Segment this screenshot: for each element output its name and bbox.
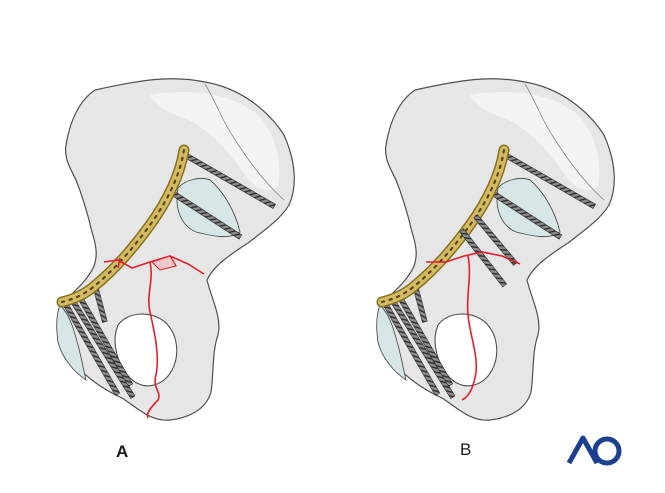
pelvis-illustration-a [57, 79, 295, 420]
pelvis-illustration-b [377, 79, 615, 420]
panel-label-b: B [460, 440, 472, 459]
ao-logo-icon [566, 435, 622, 466]
fracture-lines-a [103, 255, 205, 419]
fracture-lines-b [426, 251, 521, 401]
panel-label-a: A [116, 442, 129, 461]
